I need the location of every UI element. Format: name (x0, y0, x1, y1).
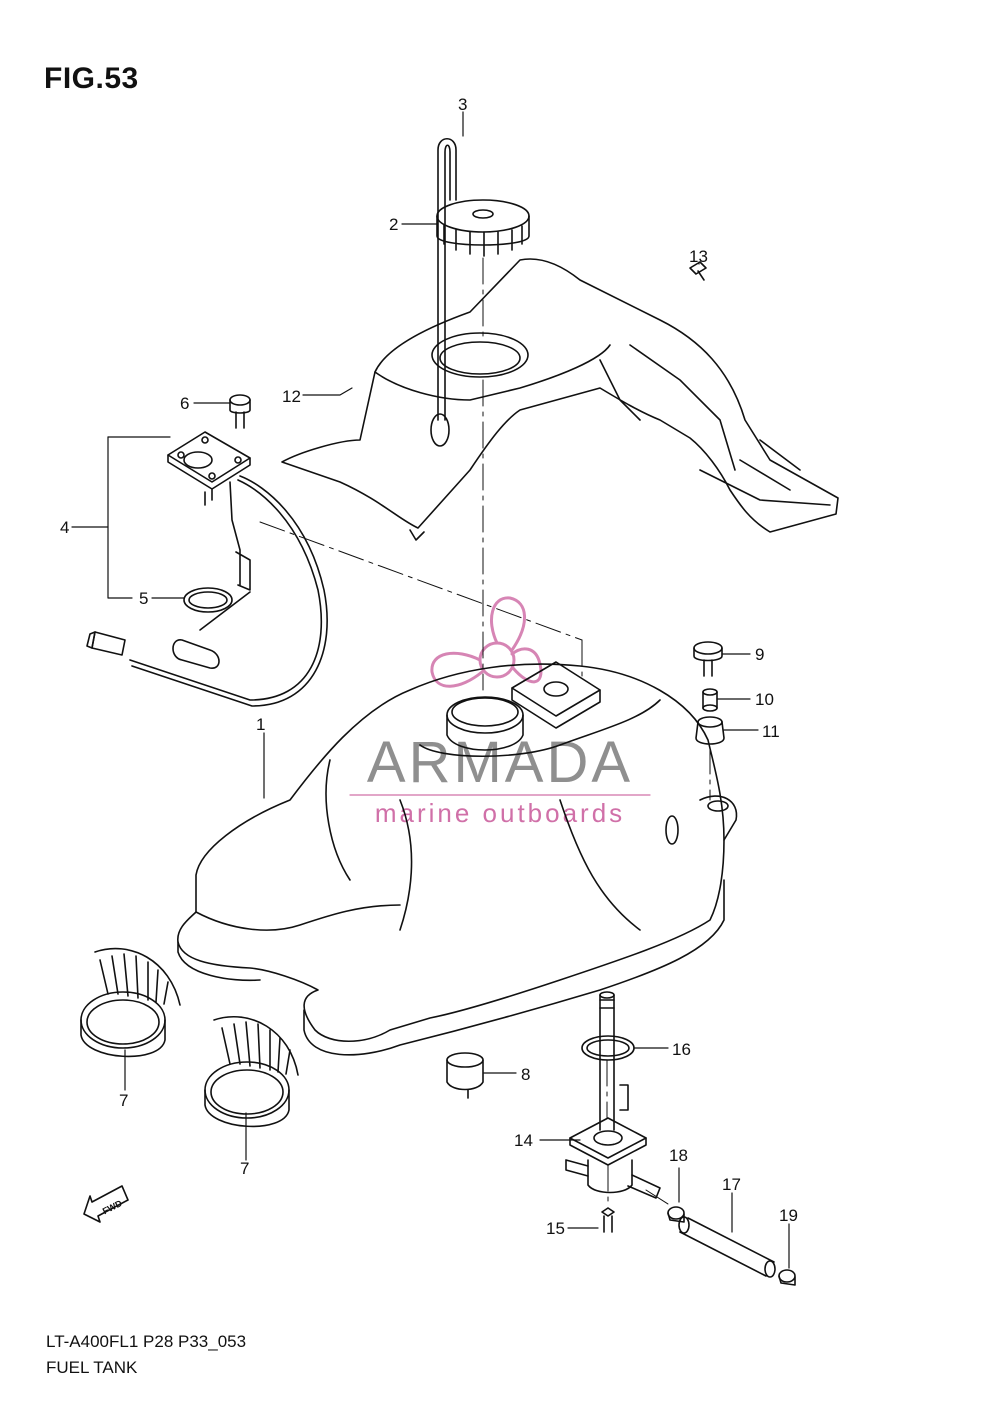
tank-protector-right (204, 1015, 299, 1128)
pump-bolt (229, 394, 251, 429)
section-name: FUEL TANK (46, 1358, 138, 1377)
breather-hose (437, 137, 457, 421)
watermark-brand: ARMADA (367, 730, 633, 795)
assembly-dash-lines (259, 257, 711, 1207)
watermark-logo (430, 596, 543, 688)
fuel-hose (678, 1216, 776, 1278)
callout-5: 5 (139, 589, 148, 608)
tank-cushion (446, 1052, 484, 1099)
fuel-cap (436, 199, 530, 257)
callout-4: 4 (60, 518, 69, 537)
callout-18: 18 (669, 1146, 688, 1165)
fuel-tank (177, 661, 738, 1056)
cover-screw (689, 261, 707, 281)
callout-3: 3 (458, 95, 467, 114)
callout-1: 1 (256, 715, 265, 734)
callout-19: 19 (779, 1206, 798, 1225)
valve-screw (601, 1207, 615, 1233)
callout-8: 8 (521, 1065, 530, 1084)
callout-6: 6 (180, 394, 189, 413)
callout-11: 11 (762, 722, 780, 741)
callout-7-left: 7 (119, 1091, 128, 1110)
hose-clamp-18 (667, 1206, 685, 1223)
callout-7-right: 7 (240, 1159, 249, 1178)
callout-17: 17 (722, 1175, 741, 1194)
tank-protector-left (80, 947, 181, 1058)
fuel-tank-cover (281, 258, 839, 541)
pump-gasket (183, 587, 233, 613)
callout-15: 15 (546, 1219, 565, 1238)
forward-direction-arrow (83, 1185, 129, 1223)
callout-2: 2 (389, 215, 398, 234)
callout-numbers: 1 2 3 4 5 6 7 7 8 9 10 11 12 13 14 15 16… (60, 95, 798, 1238)
callout-16: 16 (672, 1040, 691, 1059)
callout-10: 10 (755, 690, 774, 709)
callout-14: 14 (514, 1131, 533, 1150)
watermark-tagline: marine outboards (375, 798, 625, 828)
callout-9: 9 (755, 645, 764, 664)
valve-o-ring (581, 1035, 635, 1061)
figure-title: FIG.53 (44, 62, 139, 95)
callout-13: 13 (689, 247, 708, 266)
mounting-cushion (695, 716, 725, 745)
fuel-valve (565, 991, 661, 1199)
model-code: LT-A400FL1 P28 P33_053 (46, 1332, 247, 1351)
mounting-collar (702, 688, 718, 712)
forward-label: FWD (101, 1198, 124, 1216)
hose-clamp-19 (778, 1269, 796, 1286)
mounting-bolt (693, 641, 723, 677)
callout-leader-lines (71, 111, 790, 1269)
callout-12: 12 (282, 387, 301, 406)
fuel-pump-assembly (86, 431, 328, 707)
